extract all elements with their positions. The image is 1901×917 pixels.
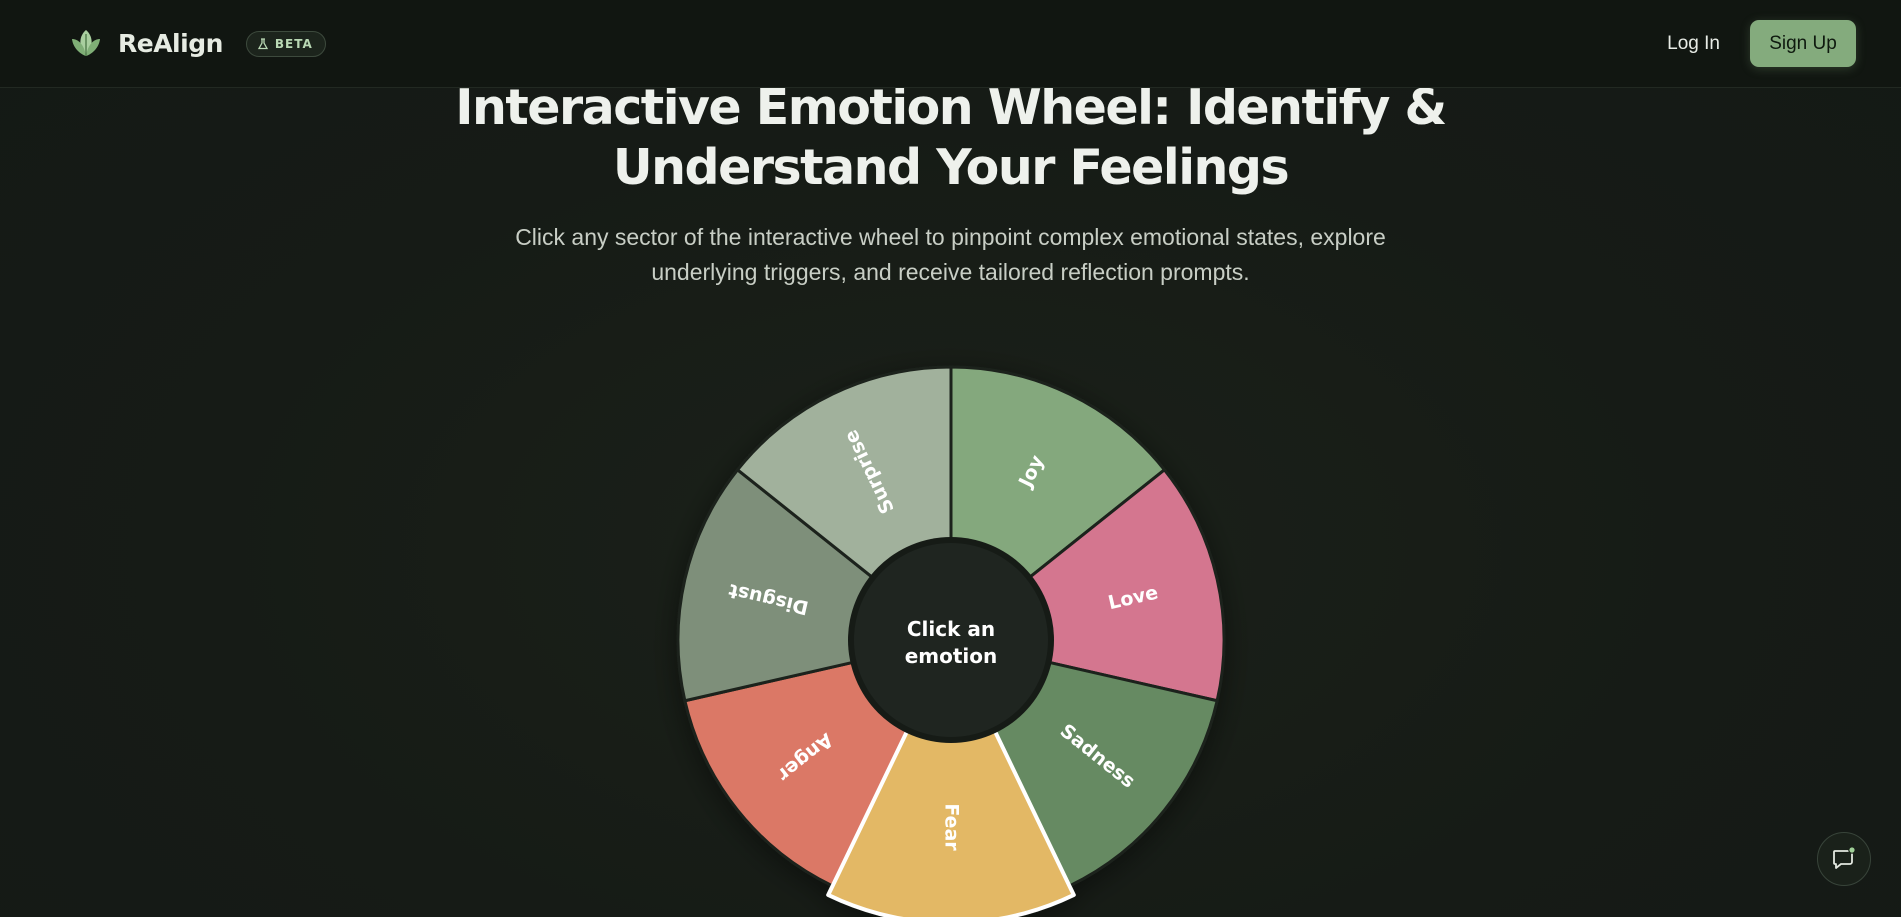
- page-subtitle-line-1: Click any sector of the interactive whee…: [515, 224, 1386, 250]
- wheel-center-line-2: emotion: [905, 644, 998, 668]
- login-link[interactable]: Log In: [1667, 32, 1720, 54]
- chat-bubble-icon: [1833, 846, 1856, 869]
- leaf-logo-icon: [72, 29, 100, 56]
- wheel-center[interactable]: Click an emotion: [848, 537, 1054, 743]
- emotion-wheel-sectors: [676, 365, 1226, 917]
- top-nav-bar: ReAlign BETA Log In Sign Up: [0, 0, 1901, 88]
- page-title: Interactive Emotion Wheel: Identify & Un…: [0, 78, 1901, 198]
- chat-button[interactable]: [1817, 832, 1871, 886]
- brand[interactable]: ReAlign BETA: [68, 26, 326, 62]
- brand-name: ReAlign: [118, 29, 223, 58]
- flask-icon: [257, 37, 268, 49]
- beta-badge: BETA: [245, 30, 326, 57]
- wheel-center-line-1: Click an: [907, 617, 995, 641]
- auth-nav: Log In Sign Up: [1667, 20, 1856, 67]
- page-subtitle-line-2: underlying triggers, and receive tailore…: [651, 259, 1250, 285]
- page-title-line-2: Understand Your Feelings: [612, 139, 1290, 196]
- page-subtitle: Click any sector of the interactive whee…: [500, 220, 1401, 290]
- wheel-center-disc: [854, 543, 1048, 737]
- page-title-line-1: Interactive Emotion Wheel: Identify &: [455, 79, 1447, 136]
- signup-button[interactable]: Sign Up: [1750, 20, 1856, 67]
- beta-label: BETA: [274, 36, 313, 51]
